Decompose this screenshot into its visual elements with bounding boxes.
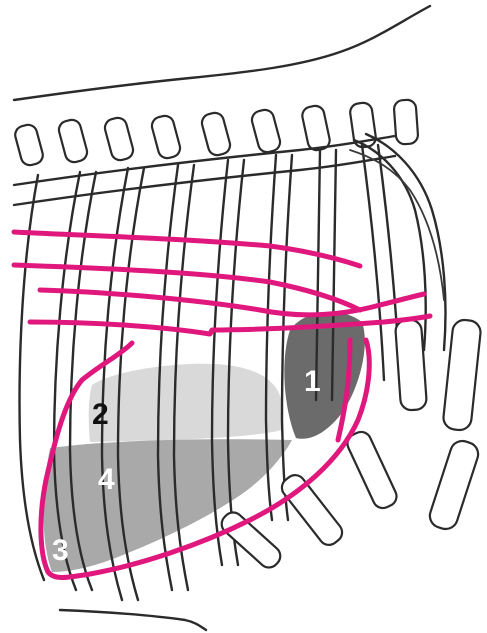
spinous-process	[103, 116, 135, 162]
region-label-1: 1	[304, 365, 321, 398]
region-1-shade	[284, 312, 364, 439]
boundary-line-second	[14, 265, 360, 310]
region-label-4: 4	[98, 463, 115, 496]
spinous-process	[13, 123, 45, 167]
vertebral-body-line	[14, 156, 395, 205]
spinous-process	[250, 108, 282, 154]
ventral-outline	[60, 610, 206, 630]
costal-cartilage	[395, 319, 427, 411]
spinous-process	[150, 114, 182, 160]
spinous-process	[393, 99, 418, 144]
spinous-process	[57, 118, 89, 164]
spinous-process	[200, 111, 232, 157]
region-label-3: 3	[52, 534, 69, 567]
spinous-process	[301, 104, 332, 152]
rib	[228, 160, 244, 565]
back-outline	[14, 6, 430, 100]
region-label-2: 2	[92, 398, 109, 431]
costal-cartilage	[442, 319, 481, 431]
costal-cartilage	[278, 471, 346, 549]
costal-cartilage	[344, 429, 400, 512]
costal-cartilage	[427, 438, 481, 532]
